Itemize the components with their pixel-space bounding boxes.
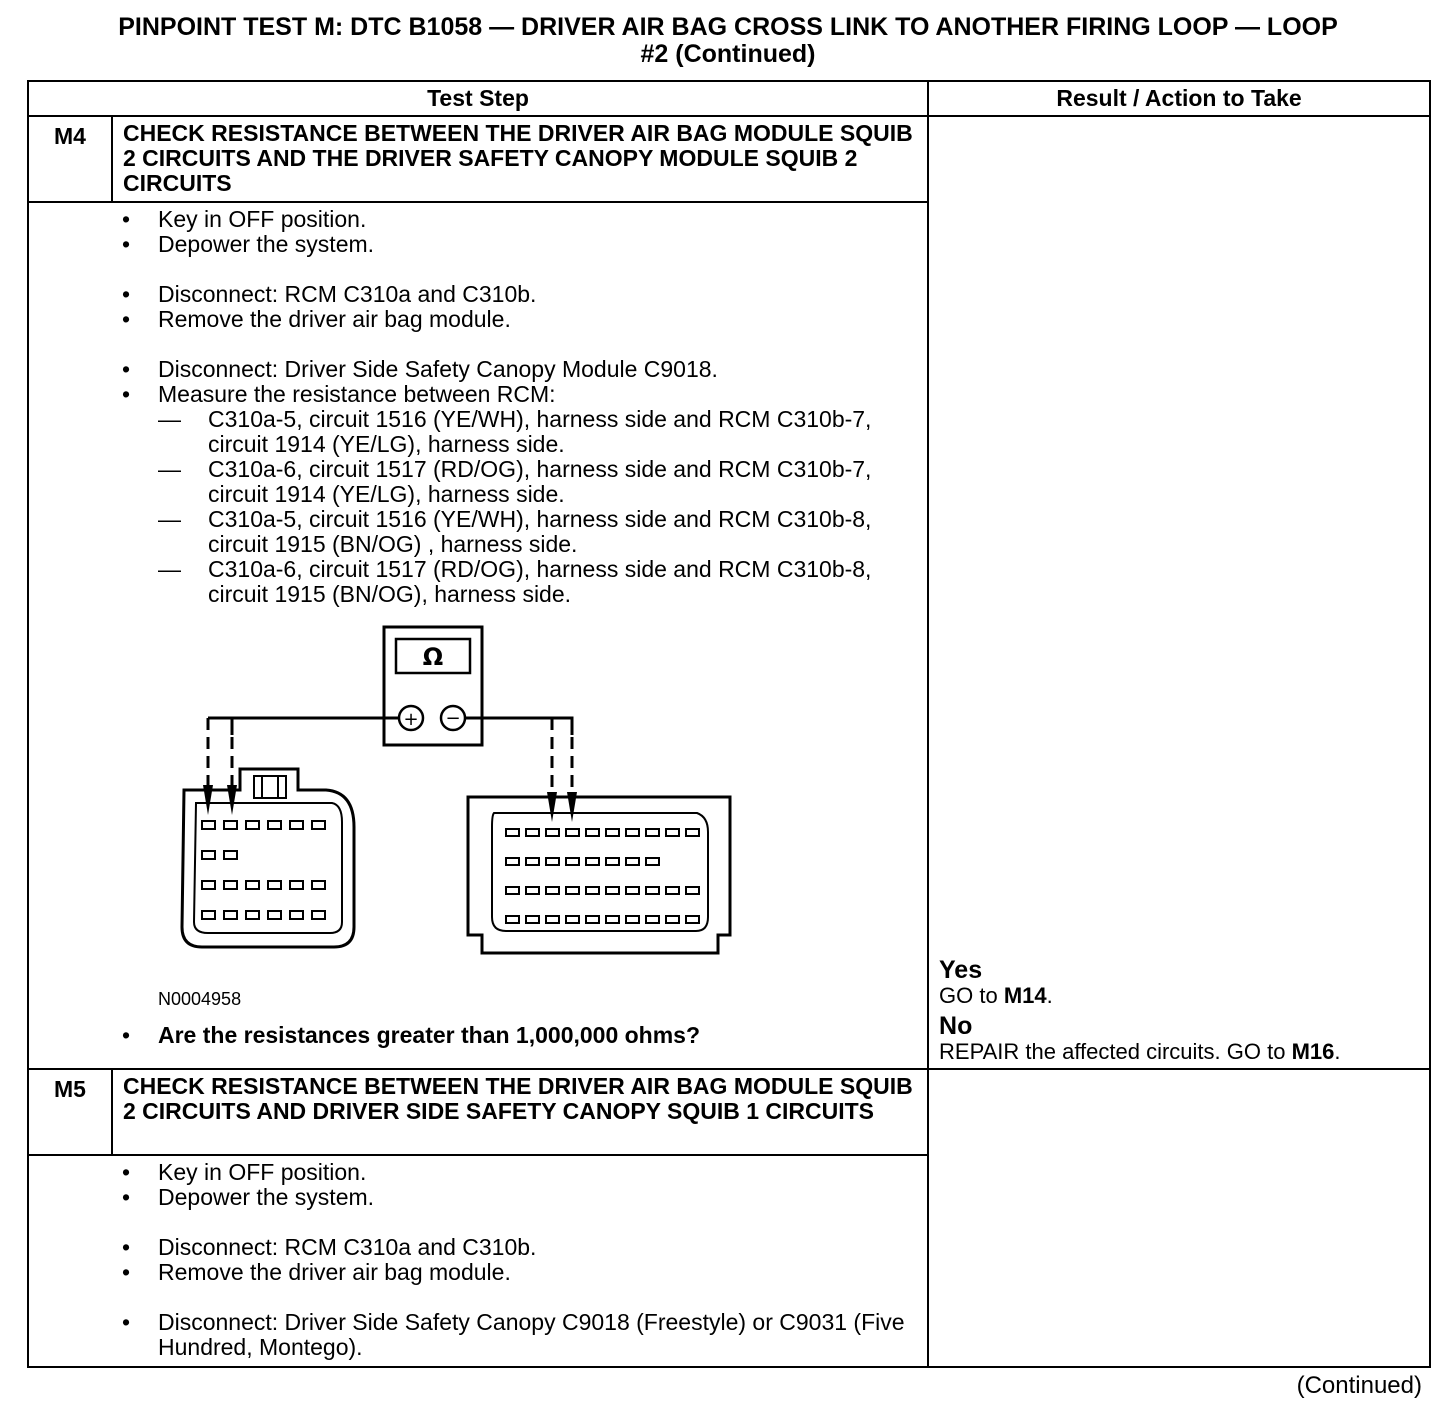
list-item: •Are the resistances greater than 1,000,… (122, 1022, 701, 1048)
no-target-link: M16 (1291, 1039, 1335, 1064)
header-test-step: Test Step (26, 80, 930, 117)
page-title: PINPOINT TEST M: DTC B1058 — DRIVER AIR … (28, 14, 1428, 68)
step-body-m5: •Key in OFF position. •Depower the syste… (112, 1154, 930, 1368)
ohmmeter-diagram: Ω + − (122, 617, 742, 1019)
figure-id: N0004958 (158, 989, 242, 1009)
step-body-m4: •Key in OFF position. •Depower the syste… (112, 201, 930, 1070)
title-line-2: #2 (Continued) (640, 40, 816, 68)
result-yes-label: Yes (939, 956, 983, 984)
m4-question-list: •Are the resistances greater than 1,000,… (122, 1023, 917, 1048)
list-item: •Disconnect: RCM C310a and C310b. (122, 281, 537, 307)
probe-tip (567, 792, 577, 822)
result-yes-action: GO to M14. (939, 983, 1053, 1008)
step-id-m4: M4 (27, 115, 113, 203)
list-item: •Remove the driver air bag module. (122, 306, 511, 332)
list-item: •Depower the system. (122, 231, 375, 257)
list-item: •Key in OFF position. (122, 206, 367, 232)
header-result: Result / Action to Take (927, 80, 1432, 117)
result-cell-m4: Yes GO to M14. No REPAIR the affected ci… (927, 115, 1432, 1070)
list-item: •Remove the driver air bag module. (122, 1259, 511, 1285)
ohmmeter-display (394, 637, 472, 675)
sub-item: —C310a-6, circuit 1517 (RD/OG), harness … (158, 456, 872, 507)
svg-text:+: + (403, 709, 418, 730)
step-spacer-m4 (27, 201, 112, 1070)
title-line-1: PINPOINT TEST M: DTC B1058 — DRIVER AIR … (118, 13, 1338, 41)
probe-tip (227, 785, 237, 815)
continued-note: (Continued) (1296, 1372, 1422, 1399)
list-item: •Disconnect: RCM C310a and C310b. (122, 1234, 537, 1260)
connector-c310a (180, 767, 356, 949)
step-spacer-m5 (27, 1154, 112, 1368)
sub-item: —C310a-5, circuit 1516 (YE/WH), harness … (158, 406, 872, 457)
result-no-action: REPAIR the affected circuits. GO to M16. (939, 1039, 1341, 1064)
m4-measure-list: —C310a-5, circuit 1516 (YE/WH), harness … (158, 407, 917, 607)
ohm-symbol-icon: Ω (423, 643, 443, 671)
step-title-m4: CHECK RESISTANCE BETWEEN THE DRIVER AIR … (110, 115, 930, 203)
m4-question: Are the resistances greater than 1,000,0… (158, 1022, 701, 1048)
positive-lead (230, 716, 399, 735)
list-item: •Depower the system. (122, 1184, 375, 1210)
c310b-pins (505, 828, 700, 924)
list-item: •Measure the resistance between RCM: —C3… (122, 382, 917, 607)
connector-c310b (466, 795, 732, 955)
probe-tip (547, 792, 557, 822)
list-item: •Disconnect: Driver Side Safety Canopy C… (122, 1309, 905, 1360)
svg-text:−: − (445, 708, 460, 729)
connector-diagram: Ω + − (180, 625, 732, 955)
result-cell-m5 (927, 1068, 1432, 1368)
sub-item: —C310a-6, circuit 1517 (RD/OG), harness … (158, 556, 872, 607)
m4-step-list: •Key in OFF position. •Depower the syste… (122, 207, 917, 607)
m5-step-list: •Key in OFF position. •Depower the syste… (122, 1160, 917, 1360)
result-no-label: No (939, 1012, 973, 1040)
yes-target-link: M14 (1003, 983, 1047, 1008)
list-item: •Key in OFF position. (122, 1159, 367, 1185)
pinpoint-test-table: Test Step Result / Action to Take M4 CHE… (26, 80, 1432, 1368)
step-title-m5: CHECK RESISTANCE BETWEEN THE DRIVER AIR … (110, 1068, 930, 1156)
c310a-pins (201, 820, 326, 920)
sub-item: —C310a-5, circuit 1516 (YE/WH), harness … (158, 506, 872, 557)
step-id-m5: M5 (27, 1068, 113, 1156)
probe-tip (203, 785, 213, 815)
list-item: •Disconnect: Driver Side Safety Canopy M… (122, 356, 718, 382)
